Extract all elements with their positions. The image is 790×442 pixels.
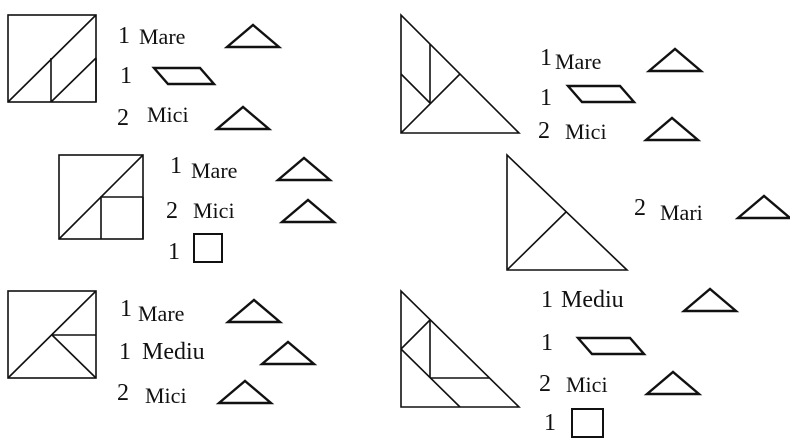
triangle-icon — [680, 287, 740, 313]
triangle-icon — [274, 156, 334, 182]
size-label: Mare — [139, 24, 186, 49]
size-label: Mare — [555, 49, 602, 74]
triangle-icon — [213, 105, 273, 131]
triangle-icon — [734, 194, 790, 220]
figure-4-inner-line — [506, 211, 567, 271]
triangle-icon — [223, 23, 283, 49]
triangle-icon — [278, 198, 338, 224]
figure-3-inner-square — [100, 196, 143, 239]
figure-1-inner-line — [50, 57, 97, 103]
triangle-icon — [642, 116, 702, 142]
size-label: Mici — [145, 383, 187, 408]
figure-4-outline — [506, 153, 629, 271]
count-label: 1 — [540, 85, 552, 111]
triangle-icon — [645, 47, 705, 73]
figure-5-inner-line — [51, 334, 97, 379]
triangle-icon — [224, 298, 284, 324]
figure-6-inner-line — [400, 319, 431, 350]
figure-6-triangle — [400, 289, 521, 408]
figure-2-inner-line — [400, 73, 431, 104]
count-label: 1 — [120, 63, 132, 89]
count-label: 1 — [168, 239, 180, 265]
count-label: 1 — [118, 23, 130, 49]
figure-1-diagonal — [7, 14, 97, 103]
size-label: Mari — [660, 200, 703, 225]
figure-3-square — [58, 154, 144, 240]
count-label: 1 — [540, 45, 552, 71]
size-label: Mediu — [142, 339, 205, 365]
count-label: 2 — [166, 198, 178, 224]
count-label: 2 — [539, 371, 551, 397]
size-label: Mici — [565, 119, 607, 144]
count-label: 1 — [541, 287, 553, 313]
count-label: 1 — [119, 339, 131, 365]
figure-2-triangle — [400, 13, 521, 134]
square-icon — [571, 408, 604, 438]
square-icon — [193, 233, 223, 263]
size-label: Mare — [191, 158, 238, 183]
legend-icons — [151, 23, 790, 405]
parallelogram-icon — [565, 84, 637, 104]
count-label: 2 — [538, 118, 550, 144]
count-label: 2 — [117, 380, 129, 406]
figure-1-square — [7, 14, 97, 103]
parallelogram-icon — [151, 66, 217, 86]
triangle-icon — [215, 379, 275, 405]
parallelogram-icon — [575, 336, 647, 356]
triangle-icon — [643, 370, 703, 396]
count-label: 1 — [541, 330, 553, 356]
figure-5-square — [7, 290, 97, 379]
count-label: 2 — [634, 195, 646, 221]
count-label: 1 — [544, 410, 556, 436]
count-label: 2 — [117, 105, 129, 131]
size-label: Mici — [147, 102, 189, 127]
count-label: 1 — [120, 296, 132, 322]
figure-6-outline — [400, 289, 521, 408]
count-label: 1 — [170, 153, 182, 179]
size-label: Mare — [138, 301, 185, 326]
figure-2-inner-line — [400, 73, 461, 134]
triangle-icon — [258, 340, 318, 366]
size-label: Mici — [193, 198, 235, 223]
size-label: Mediu — [561, 287, 624, 313]
size-label: Mici — [566, 372, 608, 397]
figure-4-triangle — [506, 153, 629, 271]
